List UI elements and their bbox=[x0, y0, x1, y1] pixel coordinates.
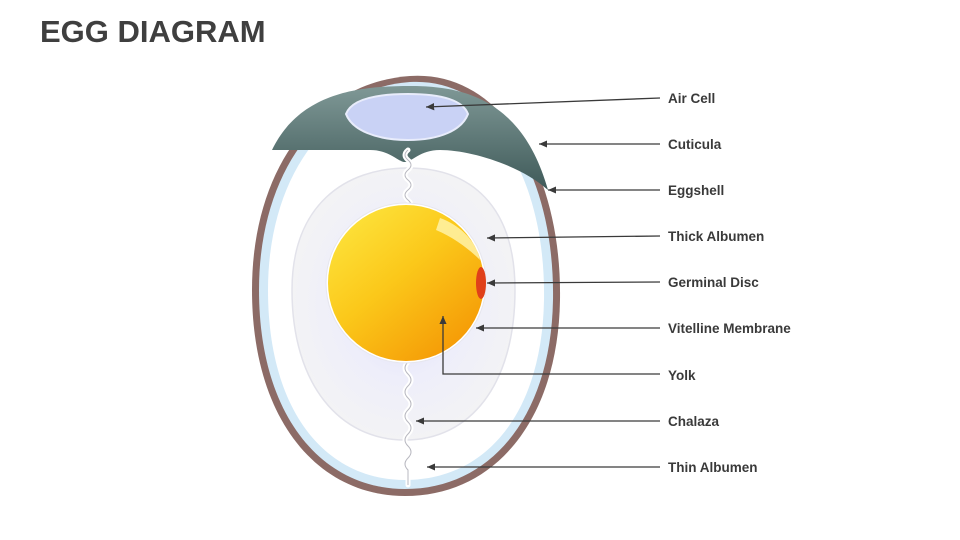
label-vitelline-membrane: Vitelline Membrane bbox=[668, 321, 791, 336]
label-eggshell: Eggshell bbox=[668, 183, 724, 198]
label-thick-albumen: Thick Albumen bbox=[668, 229, 764, 244]
germinal-disc bbox=[476, 267, 486, 299]
label-chalaza: Chalaza bbox=[668, 414, 720, 429]
label-cuticula: Cuticula bbox=[668, 137, 722, 152]
label-germinal-disc: Germinal Disc bbox=[668, 275, 759, 290]
label-air-cell: Air Cell bbox=[668, 91, 715, 106]
label-yolk: Yolk bbox=[668, 368, 696, 383]
yolk bbox=[328, 205, 484, 361]
label-thin-albumen: Thin Albumen bbox=[668, 460, 758, 475]
